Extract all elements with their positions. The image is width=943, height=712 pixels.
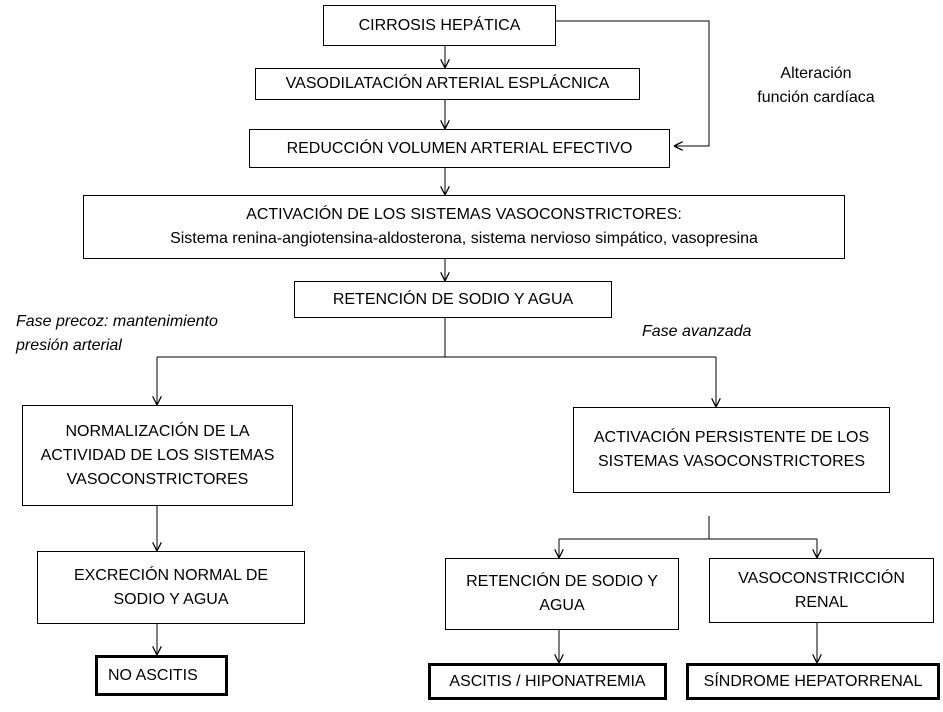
box-label-line2: SISTEMAS VASOCONSTRICTORES xyxy=(597,453,865,470)
box-label-line1: VASOCONSTRICCIÓN xyxy=(738,569,905,587)
note-fase-avanzada: Fase avanzada xyxy=(642,320,751,344)
box-label-line1: EXCRECIÓN NORMAL DE xyxy=(73,566,269,584)
box-activacion-sistemas: ACTIVACIÓN DE LOS SISTEMAS VASOCONSTRICT… xyxy=(83,195,845,259)
box-label-line1: ACTIVACIÓN DE LOS SISTEMAS VASOCONSTRICT… xyxy=(246,206,682,223)
box-label-line2: ACTIVIDAD DE LOS SISTEMAS xyxy=(40,446,275,464)
box-ascitis-hiponatremia: ASCITIS / HIPONATREMIA xyxy=(428,663,667,700)
box-retencion-sodio-agua: RETENCIÓN DE SODIO Y AGUA xyxy=(294,281,612,318)
box-label-line2: RENAL xyxy=(794,593,849,611)
box-label-line1: ACTIVACIÓN PERSISTENTE DE LOS xyxy=(593,429,870,446)
box-label: ASCITIS / HIPONATREMIA xyxy=(449,672,646,690)
box-label: VASODILATACIÓN ARTERIAL ESPLÁCNICA xyxy=(285,75,610,92)
box-label-line2: Sistema renina-angiotensina-aldosterona,… xyxy=(170,230,758,247)
note-line2: función cardíaca xyxy=(757,89,875,106)
box-label-line1: NORMALIZACIÓN DE LA xyxy=(65,422,250,440)
box-no-ascitis: NO ASCITIS xyxy=(95,655,228,696)
box-label-line1: RETENCIÓN DE SODIO Y xyxy=(466,573,658,590)
box-label-line2: AGUA xyxy=(539,597,585,614)
box-label: REDUCCIÓN VOLUMEN ARTERIAL EFECTIVO xyxy=(286,139,633,157)
note-label: Fase avanzada xyxy=(642,323,752,340)
box-label: SÍNDROME HEPATORRENAL xyxy=(703,672,923,690)
note-alteracion-cardiaca: Alteración función cardíaca xyxy=(716,62,916,110)
box-label-line3: VASOCONSTRICTORES xyxy=(66,470,249,488)
box-vasodilatacion: VASODILATACIÓN ARTERIAL ESPLÁCNICA xyxy=(255,68,640,100)
box-vasoconstriccion-renal: VASOCONSTRICCIÓN RENAL xyxy=(709,558,934,623)
note-line1: Fase precoz: mantenimiento xyxy=(16,313,218,330)
box-excrecion-normal: EXCRECIÓN NORMAL DE SODIO Y AGUA xyxy=(37,551,305,624)
box-sindrome-hepatorrenal: SÍNDROME HEPATORRENAL xyxy=(686,663,940,700)
box-cirrosis-hepatica: CIRROSIS HEPÁTICA xyxy=(323,5,556,46)
note-line2: presión arterial xyxy=(16,337,122,354)
box-activacion-persistente: ACTIVACIÓN PERSISTENTE DE LOS SISTEMAS V… xyxy=(573,407,890,493)
box-label: NO ASCITIS xyxy=(108,666,198,684)
box-label: RETENCIÓN DE SODIO Y AGUA xyxy=(332,290,574,308)
box-reduccion-volumen: REDUCCIÓN VOLUMEN ARTERIAL EFECTIVO xyxy=(249,129,670,168)
box-label: CIRROSIS HEPÁTICA xyxy=(358,16,521,34)
note-line1: Alteración xyxy=(780,65,852,82)
note-fase-precoz: Fase precoz: mantenimiento presión arter… xyxy=(16,310,218,358)
arrow-cardiac-feedback xyxy=(556,20,710,146)
box-normalizacion: NORMALIZACIÓN DE LA ACTIVIDAD DE LOS SIS… xyxy=(22,405,293,506)
box-retencion-sodio-agua-2: RETENCIÓN DE SODIO Y AGUA xyxy=(445,558,679,630)
box-label-line2: SODIO Y AGUA xyxy=(113,590,229,608)
